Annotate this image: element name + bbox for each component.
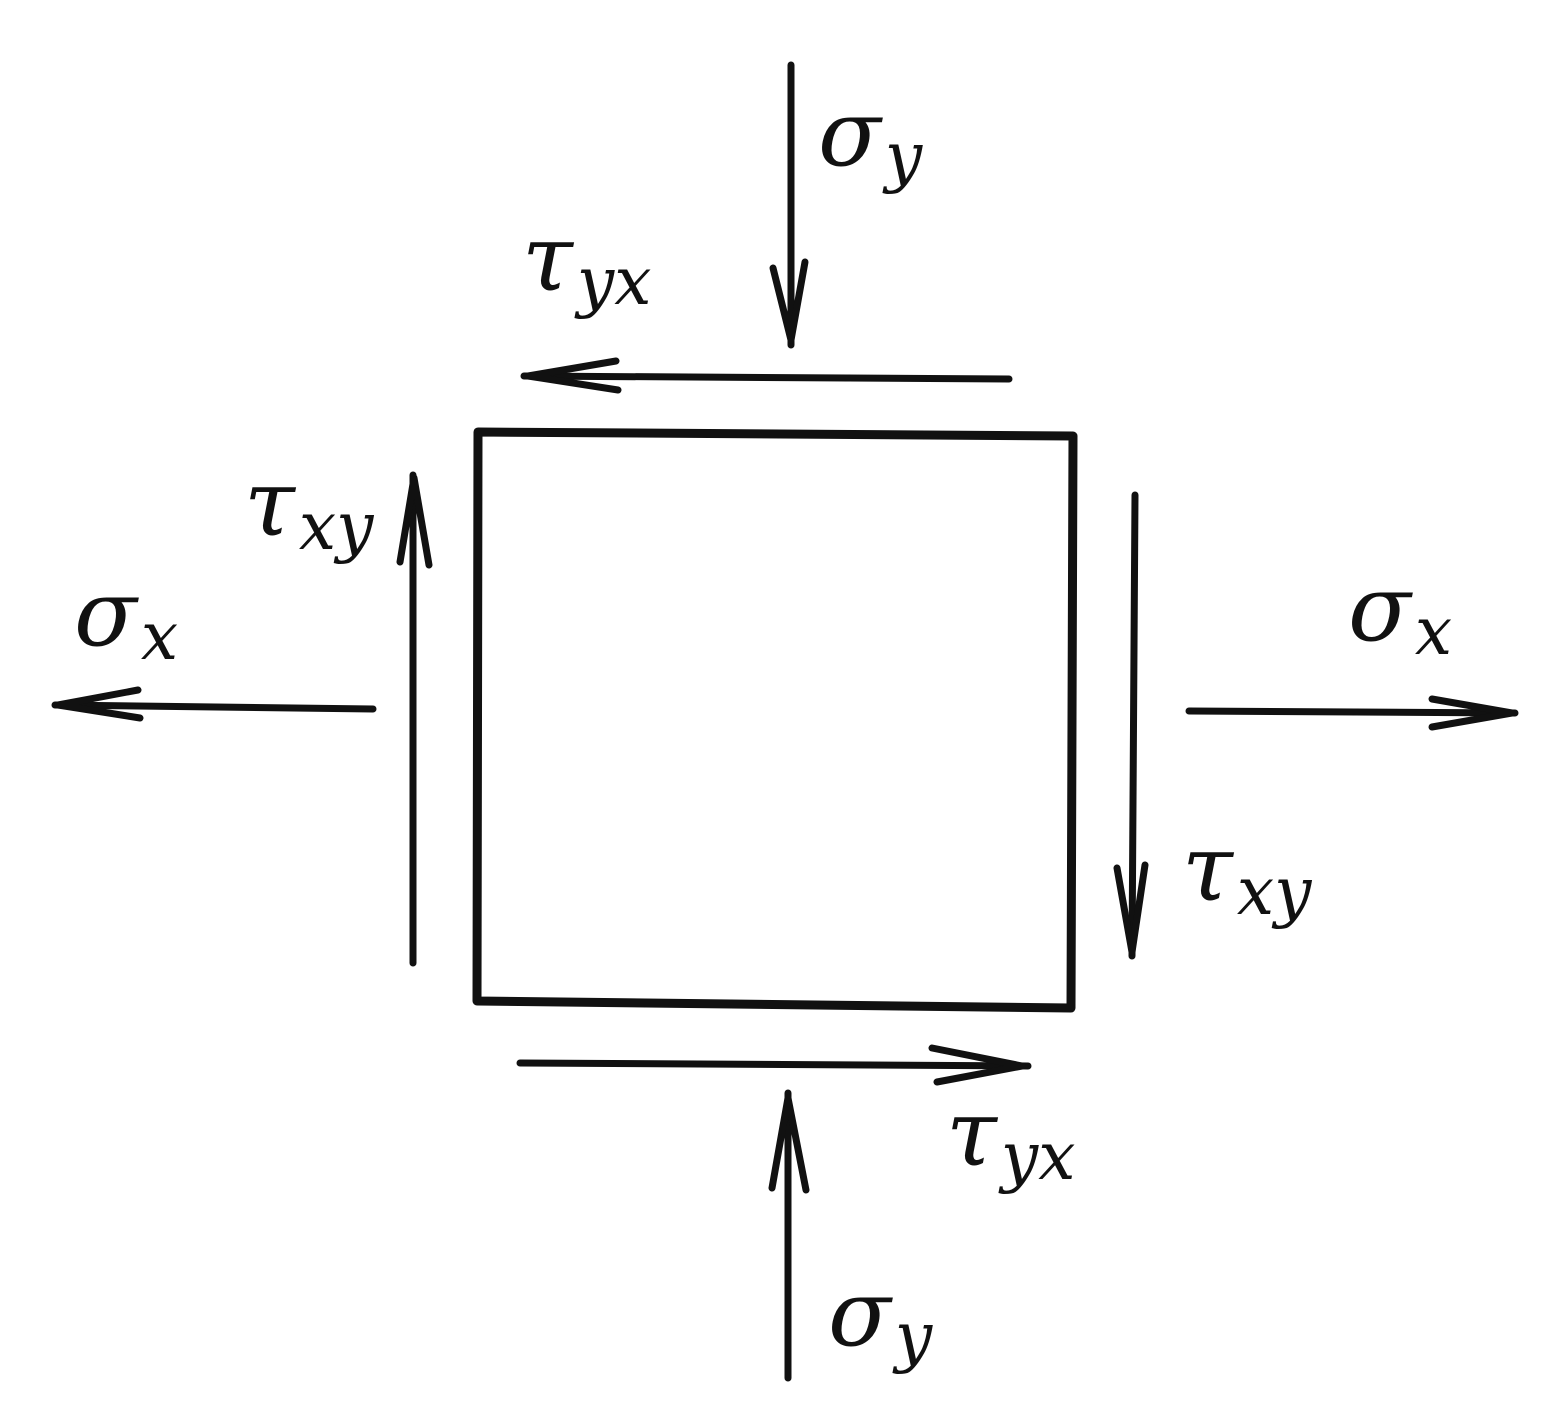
tau-yx-bottom-arrow [516,1044,1032,1086]
tau-yx-top-arrow [520,357,1013,394]
sigma-y-top-arrow [769,61,809,349]
stress-element-square [472,427,1078,1013]
sigma-y-bottom-label: σy [828,1260,933,1375]
tau-xy-right-arrow [1113,491,1149,960]
tau-yx-bottom-label: τyx [946,1080,1075,1195]
sigma-x-right-label: σx [1348,555,1452,670]
sigma-x-left-label: σx [74,560,178,675]
tau-xy-left-arrow [396,471,433,967]
sigma-x-left-arrow [51,686,377,722]
sigma-y-top-label: σy [818,80,923,195]
tau-xy-left-label: τxy [244,450,374,565]
sigma-x-right-arrow [1185,695,1519,731]
tau-xy-right-label: τxy [1182,815,1312,930]
sigma-y-bottom-arrow [768,1089,810,1382]
tau-yx-top-label: τyx [522,205,651,320]
